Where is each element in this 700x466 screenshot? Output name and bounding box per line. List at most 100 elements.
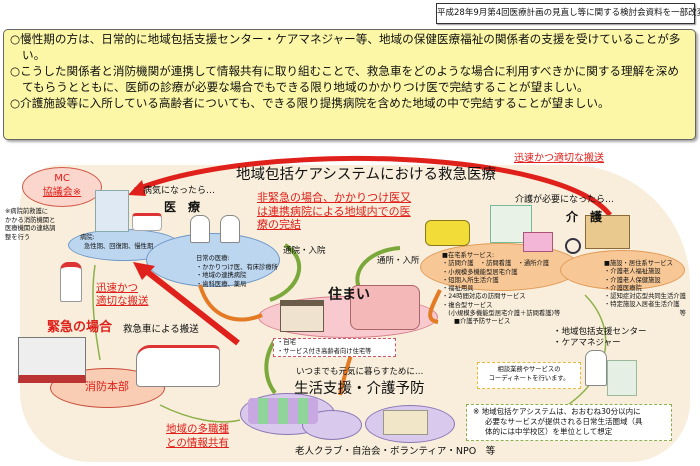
medical-lead: 病気になったら…: [143, 186, 216, 196]
footnote-line: 体的には中学校区）を単位として想定: [485, 427, 613, 436]
green-arrow-medical: [269, 243, 302, 302]
home-item: ・自宅: [277, 339, 296, 346]
transport-left: 迅速かつ 適切な搬送: [96, 282, 149, 308]
facility-services: ■施設・居住系サービス ・介護老人福祉施設 ・介護老人保健施設 ・介護医療院 ・…: [604, 260, 686, 318]
home-service-item: ■介護予防サービス: [454, 318, 511, 326]
life-heading: 生活支援・介護予防: [294, 381, 425, 397]
consult-line: 相談業務やサービスの: [497, 366, 561, 373]
facility-care-oval: [560, 250, 685, 290]
home-item: ・サービス付き高齢者向け住宅等: [277, 347, 372, 355]
daily-medical-text: 日常の医療: ・かかりつけ医、有床診療所 ・地域の連携病院 ・歯科医療、薬局: [196, 255, 278, 289]
home-service-item: ・複合型サービス: [442, 301, 493, 309]
green-link-fire: [92, 264, 241, 423]
hospital-types: 急性期、回復期、慢性期: [84, 242, 154, 250]
non-emergency-line: 非緊急の場合、かかりつけ医又: [257, 191, 412, 204]
info-share: 地域の多職種 との情報共有: [166, 423, 229, 450]
intro-point-1: ○慢性期の方は、日常的に地域包括支援センター・ケアマネジャー等、地域の保健医療福…: [10, 32, 681, 62]
facility-service-item: ・特定施設入居者生活介護: [604, 301, 680, 309]
transport-left-line: 適切な搬送: [96, 295, 149, 307]
hospital-building-icon: [95, 190, 129, 232]
home-items: ・自宅 ・サービス付き高齢者向け住宅等: [273, 338, 396, 358]
bathtub-icon: [523, 232, 553, 252]
non-emergency-line: は連携病院による地域内での医: [257, 204, 411, 218]
facility-service-item: ・認知症対応型共同生活介護: [604, 293, 686, 301]
consult-line: コーディネートを行います。: [488, 374, 570, 382]
doctor-icon: [190, 215, 210, 243]
fire-station-icon: [18, 337, 86, 383]
daily-item: ・歯科医療、薬局: [196, 280, 247, 288]
fire-hq-label: 消防本部: [85, 380, 129, 393]
green-arrow-care: [355, 246, 401, 291]
red-arrow-top: [134, 155, 612, 217]
non-emergency-line: 療の完結: [257, 218, 301, 231]
nurse-icon: [220, 215, 240, 243]
center-building-icon: [607, 360, 637, 396]
diagram-title: 地域包括ケアシステムにおける救急医療: [236, 167, 496, 183]
red-arrowhead-left: [133, 262, 155, 280]
non-emergency-text: 非緊急の場合、かかりつけ医又 は連携病院による地域内での医 療の完結: [257, 191, 411, 232]
ambulance-icon: [136, 345, 220, 387]
hospital-text: 病院: 急性期、回復期、慢性期: [80, 234, 153, 251]
orange-arrow-care: [428, 289, 442, 324]
mc-oval: [22, 167, 102, 207]
daily-item: ・地域の連携病院: [196, 272, 247, 280]
facility-service-item: ■施設・居住系サービス: [604, 260, 673, 267]
life-groups: 老人クラブ・自治会・ボランティア・NPO 等: [295, 446, 496, 457]
ambulance-transport-label: 救急車による搬送: [123, 324, 199, 335]
mc-note-line: 医療機関の連絡調: [5, 225, 56, 233]
home-service-item: ・訪問介護 ・訪問看護 ・通所介護: [442, 260, 550, 268]
footnote-box: ※ 地域包括ケアシステムは、おおむね30分以内に 必要なサービスが提供される日常…: [466, 404, 672, 441]
red-arrow-left: [143, 267, 240, 346]
intro-box: ○慢性期の方は、日常的に地域包括支援センター・ケアマネジャー等、地域の保健医療福…: [3, 29, 696, 140]
wheelchair-icon: [565, 238, 581, 254]
mc-line1: MC: [54, 173, 70, 184]
transport-top: 迅速かつ適切な搬送: [514, 153, 604, 164]
home-service-item: (小規模多機能型居宅介護＋訪問看護)等: [442, 310, 561, 318]
life-lead: いつまでも元気に暮らすために…: [296, 367, 424, 377]
firefighter-icon: [60, 262, 82, 302]
info-share-line: 地域の多職種: [166, 423, 229, 435]
green-arrow-life: [264, 338, 277, 395]
visit-facility-label: 通所・入所: [377, 256, 420, 266]
family-icon: [350, 285, 420, 330]
facility-service-item: ・介護老人福祉施設: [604, 268, 661, 276]
elderly-group-icon: [248, 398, 318, 424]
visit-hospital-label: 通院・入院: [283, 246, 326, 256]
care-facility-icon: [585, 215, 630, 249]
mc-note-line: かかる消防機関と: [5, 216, 56, 224]
house-icon: [280, 300, 324, 332]
ambulance-small-icon: [132, 213, 162, 231]
intro-point-3: ○介護施設等に入所している高齢者についても、できる限り提携病院を含めた地域の中で…: [10, 96, 610, 110]
transport-left-line: 迅速かつ: [96, 282, 138, 294]
facility-service-item: ・介護医療院: [604, 284, 642, 292]
volunteer-icon: [383, 410, 428, 435]
home-service-item: ■在宅系サービス:: [442, 252, 495, 259]
orange-arrow-medical: [198, 284, 263, 322]
home-label: 住まい: [328, 287, 370, 303]
care-manager-icon: [585, 350, 607, 386]
home-care-oval: [420, 243, 580, 291]
facility-service-item: 等: [679, 309, 686, 317]
care-lead: 介護が必要になったら…: [515, 195, 615, 205]
home-service-item: ・24時間対応の訪問サービス: [442, 293, 526, 301]
care-heading: 介 護: [566, 210, 603, 224]
hospital-label: 病院:: [80, 234, 95, 241]
home-service-item: ・福祉用具: [442, 285, 474, 293]
intro-point-2: ○こうした関係者と消防機関が連携して情報共有に取り組むことで、救急車をどのような…: [10, 64, 679, 94]
daily-item: ・かかりつけ医、有床診療所: [196, 263, 278, 271]
medical-heading: 医 療: [164, 200, 201, 214]
daily-medical-oval: [146, 233, 280, 287]
emergency-label: 緊急の場合: [47, 320, 113, 335]
mc-council: MC 協議会※: [22, 172, 102, 200]
home-service-item: ・小規模多機能型居宅介護: [442, 268, 518, 276]
home-service-item: ・短期入所生活介護: [442, 276, 499, 284]
mc-note: ※病院前救護に かかる消防機関と 医療機関の連絡調 整を行う: [5, 208, 55, 242]
mc-note-line: 整を行う: [5, 233, 31, 241]
facility-service-item: ・介護老人保健施設: [604, 276, 661, 284]
mc-line2: 協議会※: [42, 187, 82, 198]
mc-note-line: ※病院前救護に: [5, 208, 49, 215]
center-line: ・地域包括支援センター: [553, 327, 647, 337]
source-note: 平成28年9月第4回医療計画の見直し等に関する検討会資料を一部改変: [436, 3, 700, 24]
support-center: ・地域包括支援センター ・ケアマネジャー: [553, 327, 647, 349]
